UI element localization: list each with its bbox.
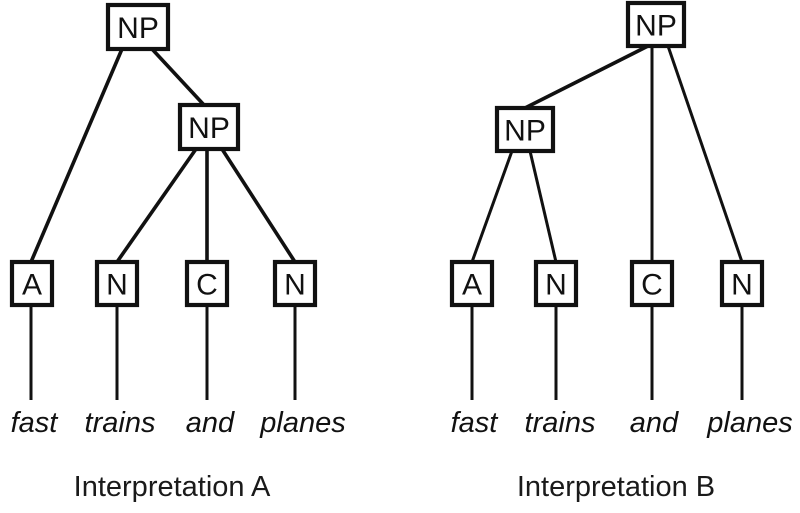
node-b-np-lower[interactable]: NP (494, 105, 556, 154)
node-box (629, 259, 675, 308)
node-box (533, 259, 579, 308)
node-box (94, 259, 140, 308)
node-label: C (641, 269, 663, 302)
node-a-leaf-n1[interactable]: N (94, 259, 140, 308)
node-box (184, 259, 230, 308)
node-a-leaf-n2[interactable]: N (272, 259, 318, 308)
edge-a-root-to-np-lower (150, 47, 206, 107)
node-label: N (106, 269, 128, 302)
node-b-np-root[interactable]: NP (625, 0, 687, 49)
word-a-trains: trains (85, 407, 156, 439)
node-box (9, 259, 55, 308)
word-b-trains: trains (525, 407, 596, 439)
node-a-np-lower[interactable]: NP (177, 102, 241, 152)
edge-a-np-lower-to-n1 (115, 147, 198, 264)
node-label: NP (188, 112, 230, 145)
node-b-leaf-n2[interactable]: N (719, 259, 765, 308)
word-b-planes: planes (706, 407, 792, 439)
edge-a-root-to-leaf-a (29, 48, 124, 263)
node-label: N (731, 269, 753, 302)
node-label: N (284, 269, 306, 302)
node-b-leaf-c[interactable]: C (629, 259, 675, 308)
node-box (625, 0, 687, 49)
edge-b-np-lower-to-a (470, 150, 514, 263)
edge-b-np-lower-to-n1 (528, 150, 558, 263)
node-a-leaf-c[interactable]: C (184, 259, 230, 308)
tree-interpretation-b: NP NP A N C N fast (449, 0, 793, 503)
word-b-and: and (630, 407, 679, 439)
node-box (177, 102, 241, 152)
word-b-fast: fast (451, 407, 500, 439)
node-box (272, 259, 318, 308)
node-label: N (545, 269, 567, 302)
node-label: NP (635, 10, 677, 43)
caption-interpretation-b: Interpretation B (517, 471, 715, 503)
node-label: A (22, 269, 42, 302)
node-a-np-root[interactable]: NP (105, 2, 171, 52)
edge-b-root-to-np-lower (524, 44, 649, 110)
word-a-and: and (186, 407, 235, 439)
node-label: A (462, 269, 482, 302)
node-b-leaf-a[interactable]: A (449, 259, 495, 308)
node-b-leaf-n1[interactable]: N (533, 259, 579, 308)
node-label: C (196, 269, 218, 302)
caption-interpretation-a: Interpretation A (74, 471, 271, 503)
node-box (449, 259, 495, 308)
node-label: NP (117, 12, 159, 45)
node-a-leaf-a[interactable]: A (9, 259, 55, 308)
node-label: NP (504, 115, 546, 148)
node-box (494, 105, 556, 154)
node-box (105, 2, 171, 52)
edge-b-root-to-n2 (666, 45, 744, 263)
word-a-fast: fast (11, 407, 60, 439)
edge-a-np-lower-to-n2 (220, 148, 297, 263)
node-box (719, 259, 765, 308)
tree-interpretation-a: NP NP A N C N fast (9, 2, 346, 503)
word-a-planes: planes (259, 407, 345, 439)
